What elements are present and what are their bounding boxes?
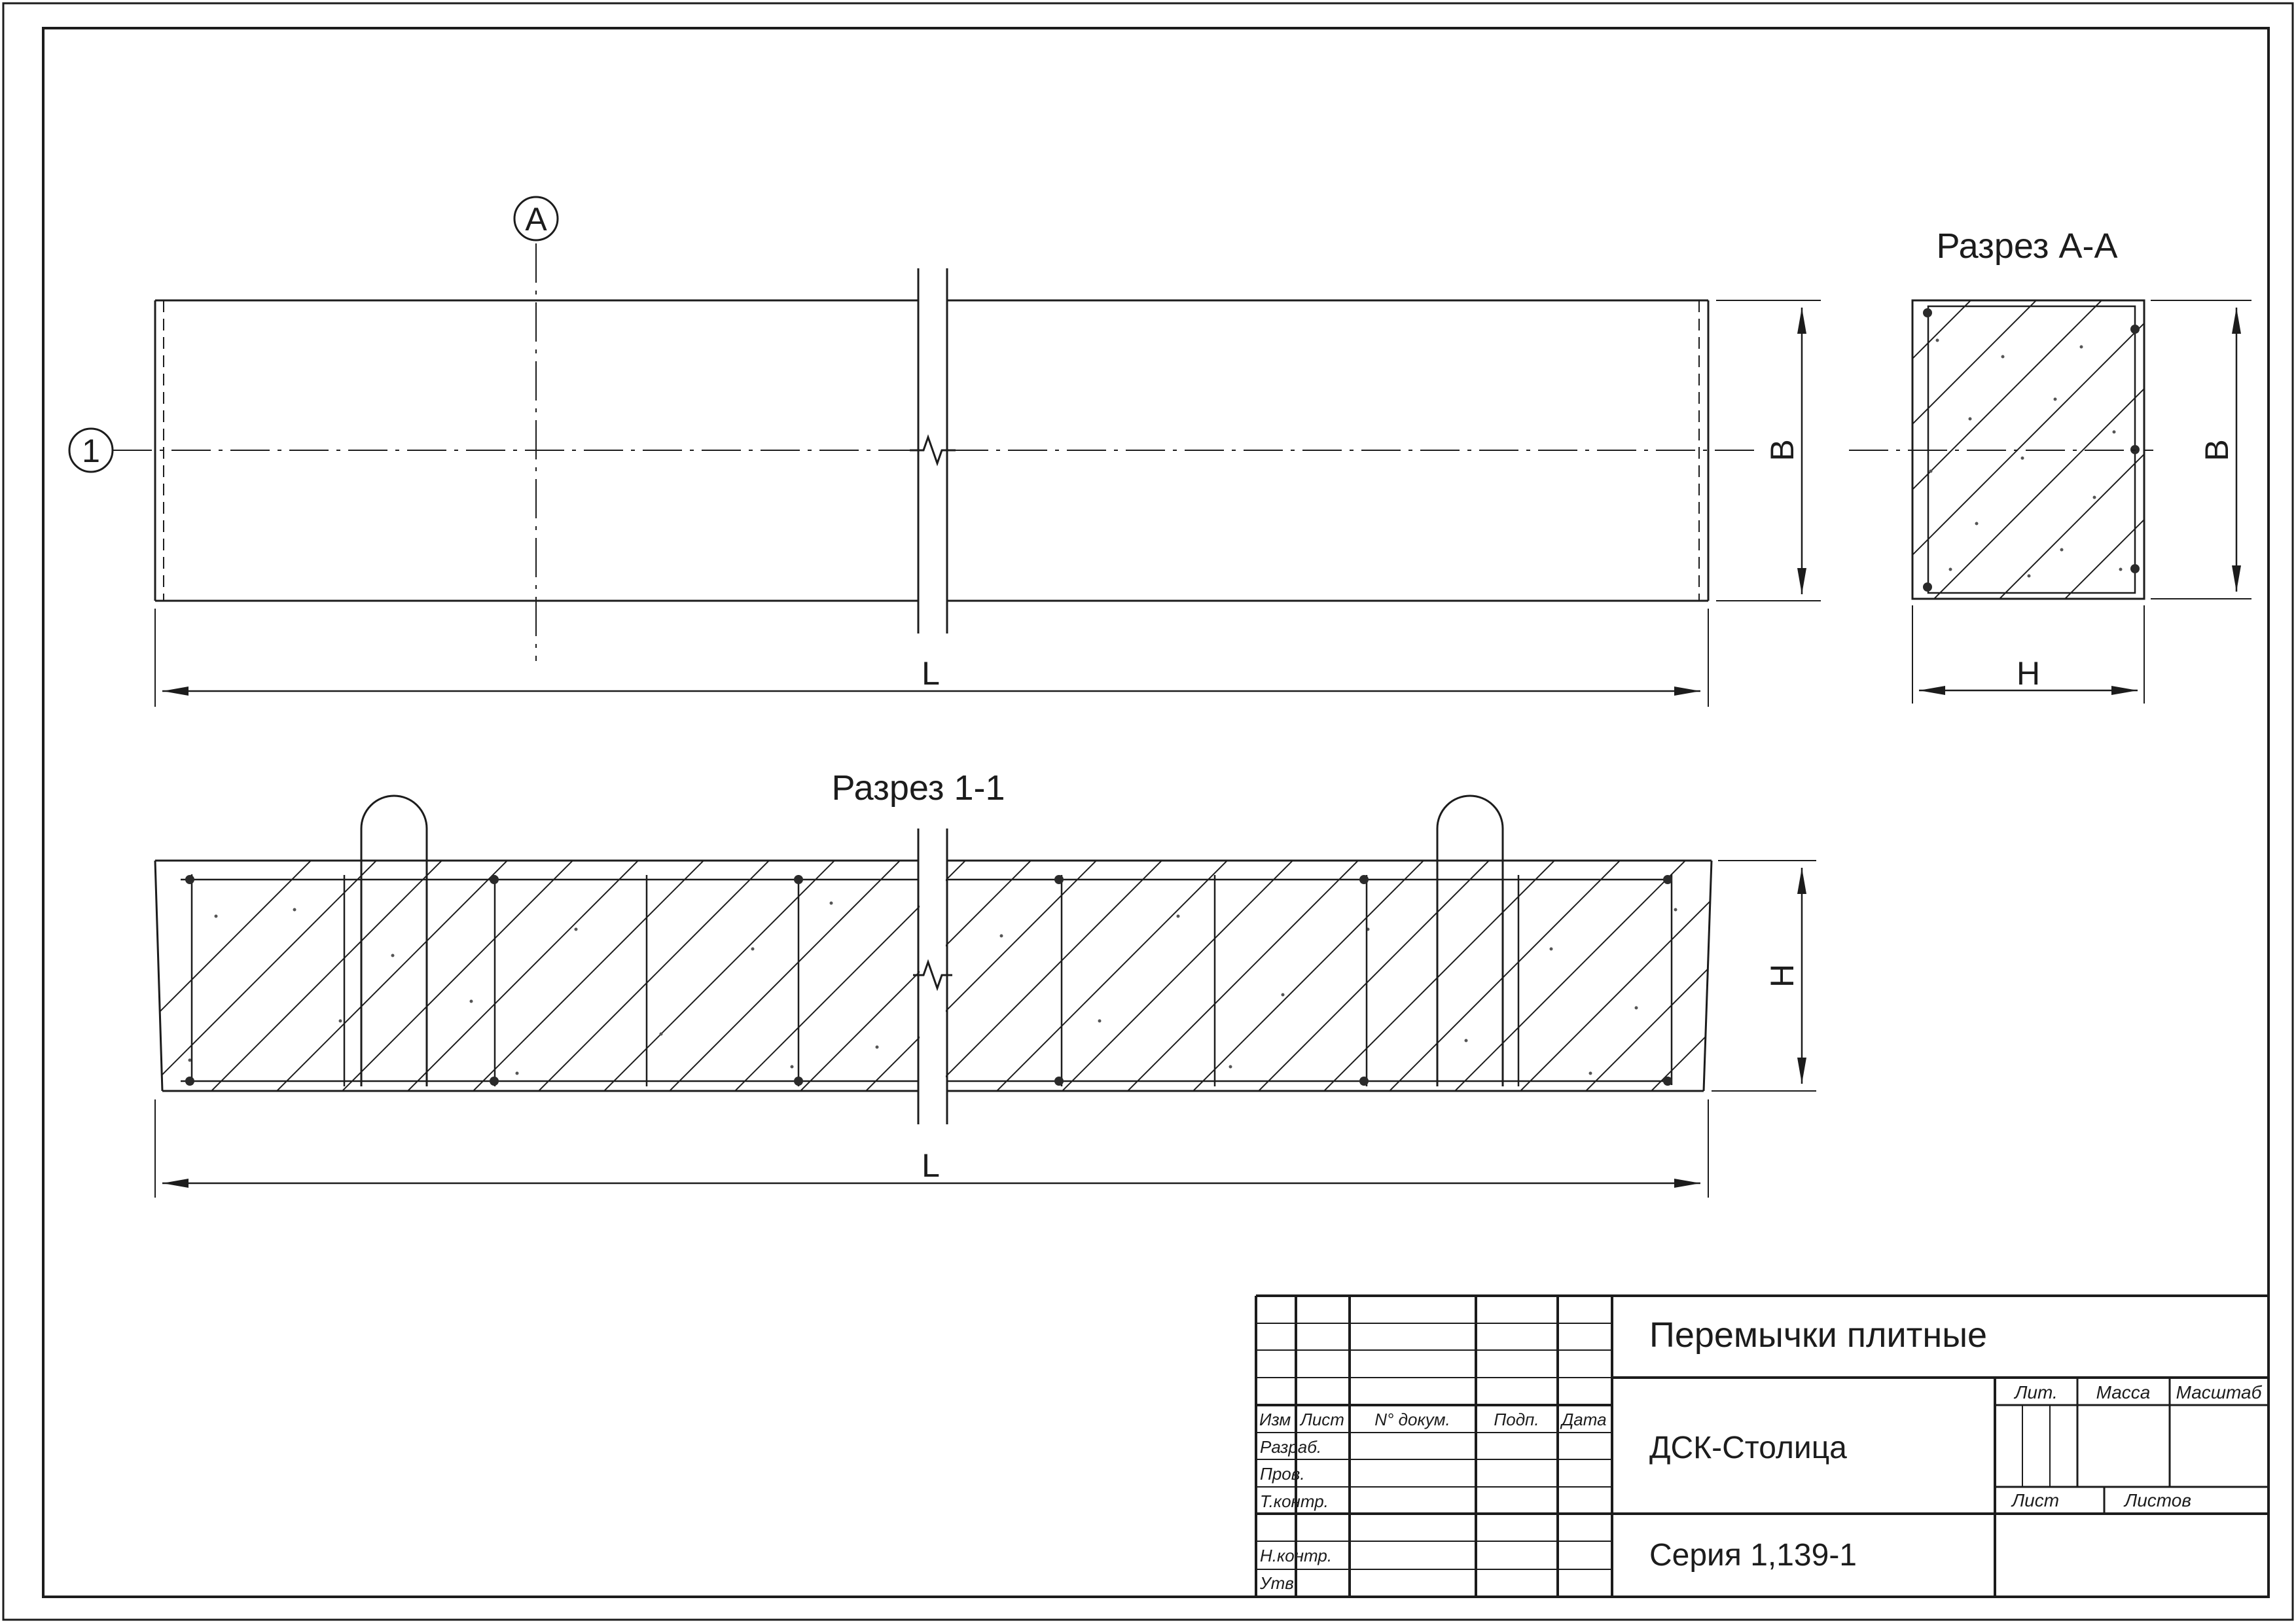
section-aa-title: Разрез А-А [1936,226,2117,266]
tb-header-list: Лист [1299,1410,1344,1429]
lifting-loop-right [1436,794,1504,1086]
tb-role-nkontr: Н.контр. [1260,1546,1332,1565]
section-11-view: Разрез 1-1 [154,768,1816,1198]
tb-stamp-lit: Лит. [2013,1382,2058,1402]
tb-drawing-name: Перемычки плитные [1649,1315,1987,1355]
tb-header-doc: N° докум. [1374,1410,1450,1429]
section-11-dimension-h-label: H [1764,964,1801,988]
tb-header-date: Дата [1560,1410,1607,1429]
plan-dimension-l-label: L [922,655,940,692]
axis-marker-a [513,196,559,241]
tb-stamp-mass: Масса [2096,1382,2151,1402]
inner-frame [42,27,2270,1598]
lifting-loop-left [360,794,428,1086]
axis-marker-1 [68,427,114,473]
tb-stamp-scale: Масштаб [2176,1382,2263,1402]
tb-role-prov: Пров. [1260,1464,1305,1484]
plan-dimension-b-label: B [1764,439,1801,461]
section-aa-view: Разрез А-А [1849,226,2251,704]
tb-organization: ДСК-Столица [1649,1431,1847,1465]
tb-header-izm: Изм [1259,1410,1291,1429]
tb-stamp-sheets: Листов [2123,1490,2191,1510]
axis-marker-a-label: A [525,201,547,238]
section-11-title: Разрез 1-1 [831,768,1005,808]
axis-marker-1-label: 1 [82,433,100,469]
tb-header-sign: Подп. [1494,1410,1539,1429]
tb-role-utv: Утв. [1259,1573,1299,1593]
plan-view: A 1 B L [68,196,1821,707]
tb-series: Серия 1,139-1 [1649,1538,1857,1573]
tb-role-razrab: Разраб. [1260,1437,1321,1457]
title-block: Изм Лист N° докум. Подп. Дата Разраб. Пр… [1255,1294,2269,1597]
section-aa-dimension-h-label: H [2017,655,2040,692]
section-11-dimension-l-label: L [922,1147,940,1184]
tb-stamp-sheet: Лист [2011,1490,2059,1510]
section-aa-dimension-b-label: B [2198,439,2235,461]
tb-role-tkontr: Т.контр. [1260,1491,1329,1511]
